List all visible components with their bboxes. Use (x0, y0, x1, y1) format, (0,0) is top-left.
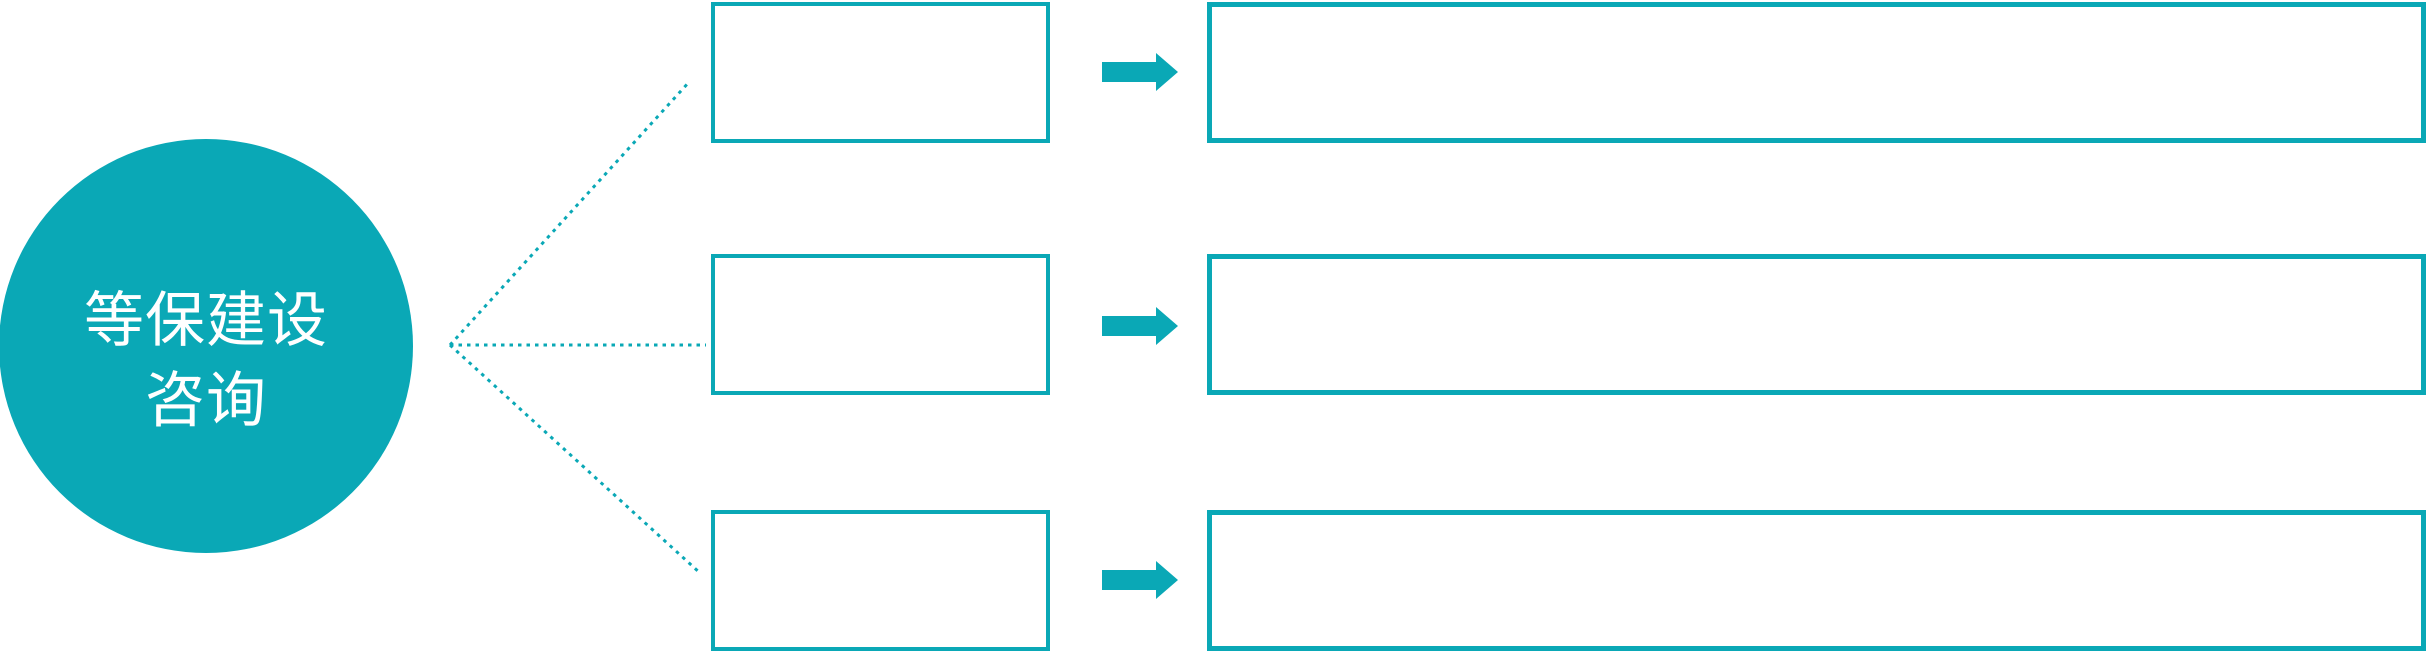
right-arrow-icon-row-3 (1102, 561, 1178, 599)
detail-box-row-1 (1207, 2, 2426, 143)
detail-box-row-3 (1207, 510, 2426, 651)
topic-label: 等保建设 咨询 (84, 281, 328, 441)
step-box-row-2 (711, 254, 1050, 395)
topic-label-line-2: 咨询 (145, 367, 267, 434)
step-box-row-3 (711, 510, 1050, 651)
right-arrow-icon-row-1 (1102, 53, 1178, 91)
dotted-connector-bottom (448, 343, 702, 575)
detail-box-row-2 (1207, 254, 2426, 395)
step-box-row-1 (711, 2, 1050, 143)
topic-label-line-1: 等保建设 (84, 287, 328, 354)
dotted-connector-top (448, 79, 692, 347)
topic-circle: 等保建设 咨询 (0, 139, 413, 553)
right-arrow-icon-row-2 (1102, 307, 1178, 345)
